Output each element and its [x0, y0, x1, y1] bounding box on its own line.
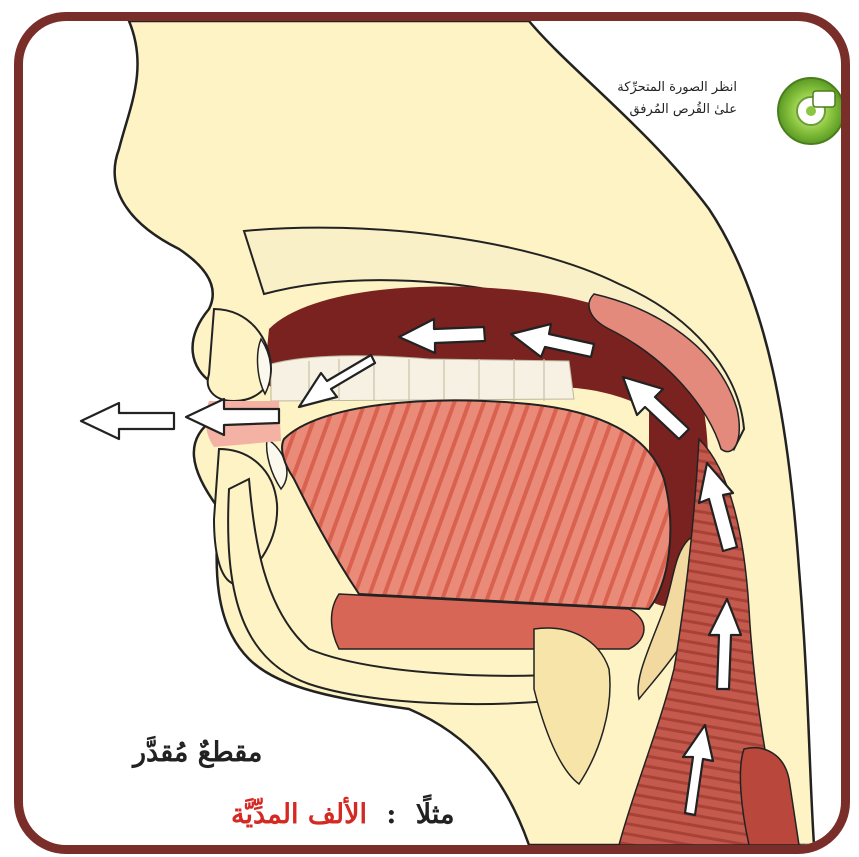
note-line-2: علىٰ القُرص المُرفق: [537, 99, 737, 121]
image-frame: انظر الصورة المتحرِّكة علىٰ القُرص المُر…: [14, 12, 850, 854]
airflow-arrow-icon: [81, 403, 174, 439]
note-line-1: انظر الصورة المتحرِّكة: [537, 77, 737, 99]
vocal-tract-diagram: [23, 21, 841, 845]
example-separator: :: [386, 799, 396, 830]
cd-disc-icon: [775, 75, 847, 147]
animation-note: انظر الصورة المتحرِّكة علىٰ القُرص المُر…: [537, 77, 737, 121]
example-label: مثلًا: [416, 799, 455, 830]
syllable-title: مقطعٌ مُقدَّر: [133, 737, 262, 768]
example-line: مثلًا : الألف المدِّيَّة: [231, 799, 455, 830]
example-value: الألف المدِّيَّة: [231, 799, 367, 830]
